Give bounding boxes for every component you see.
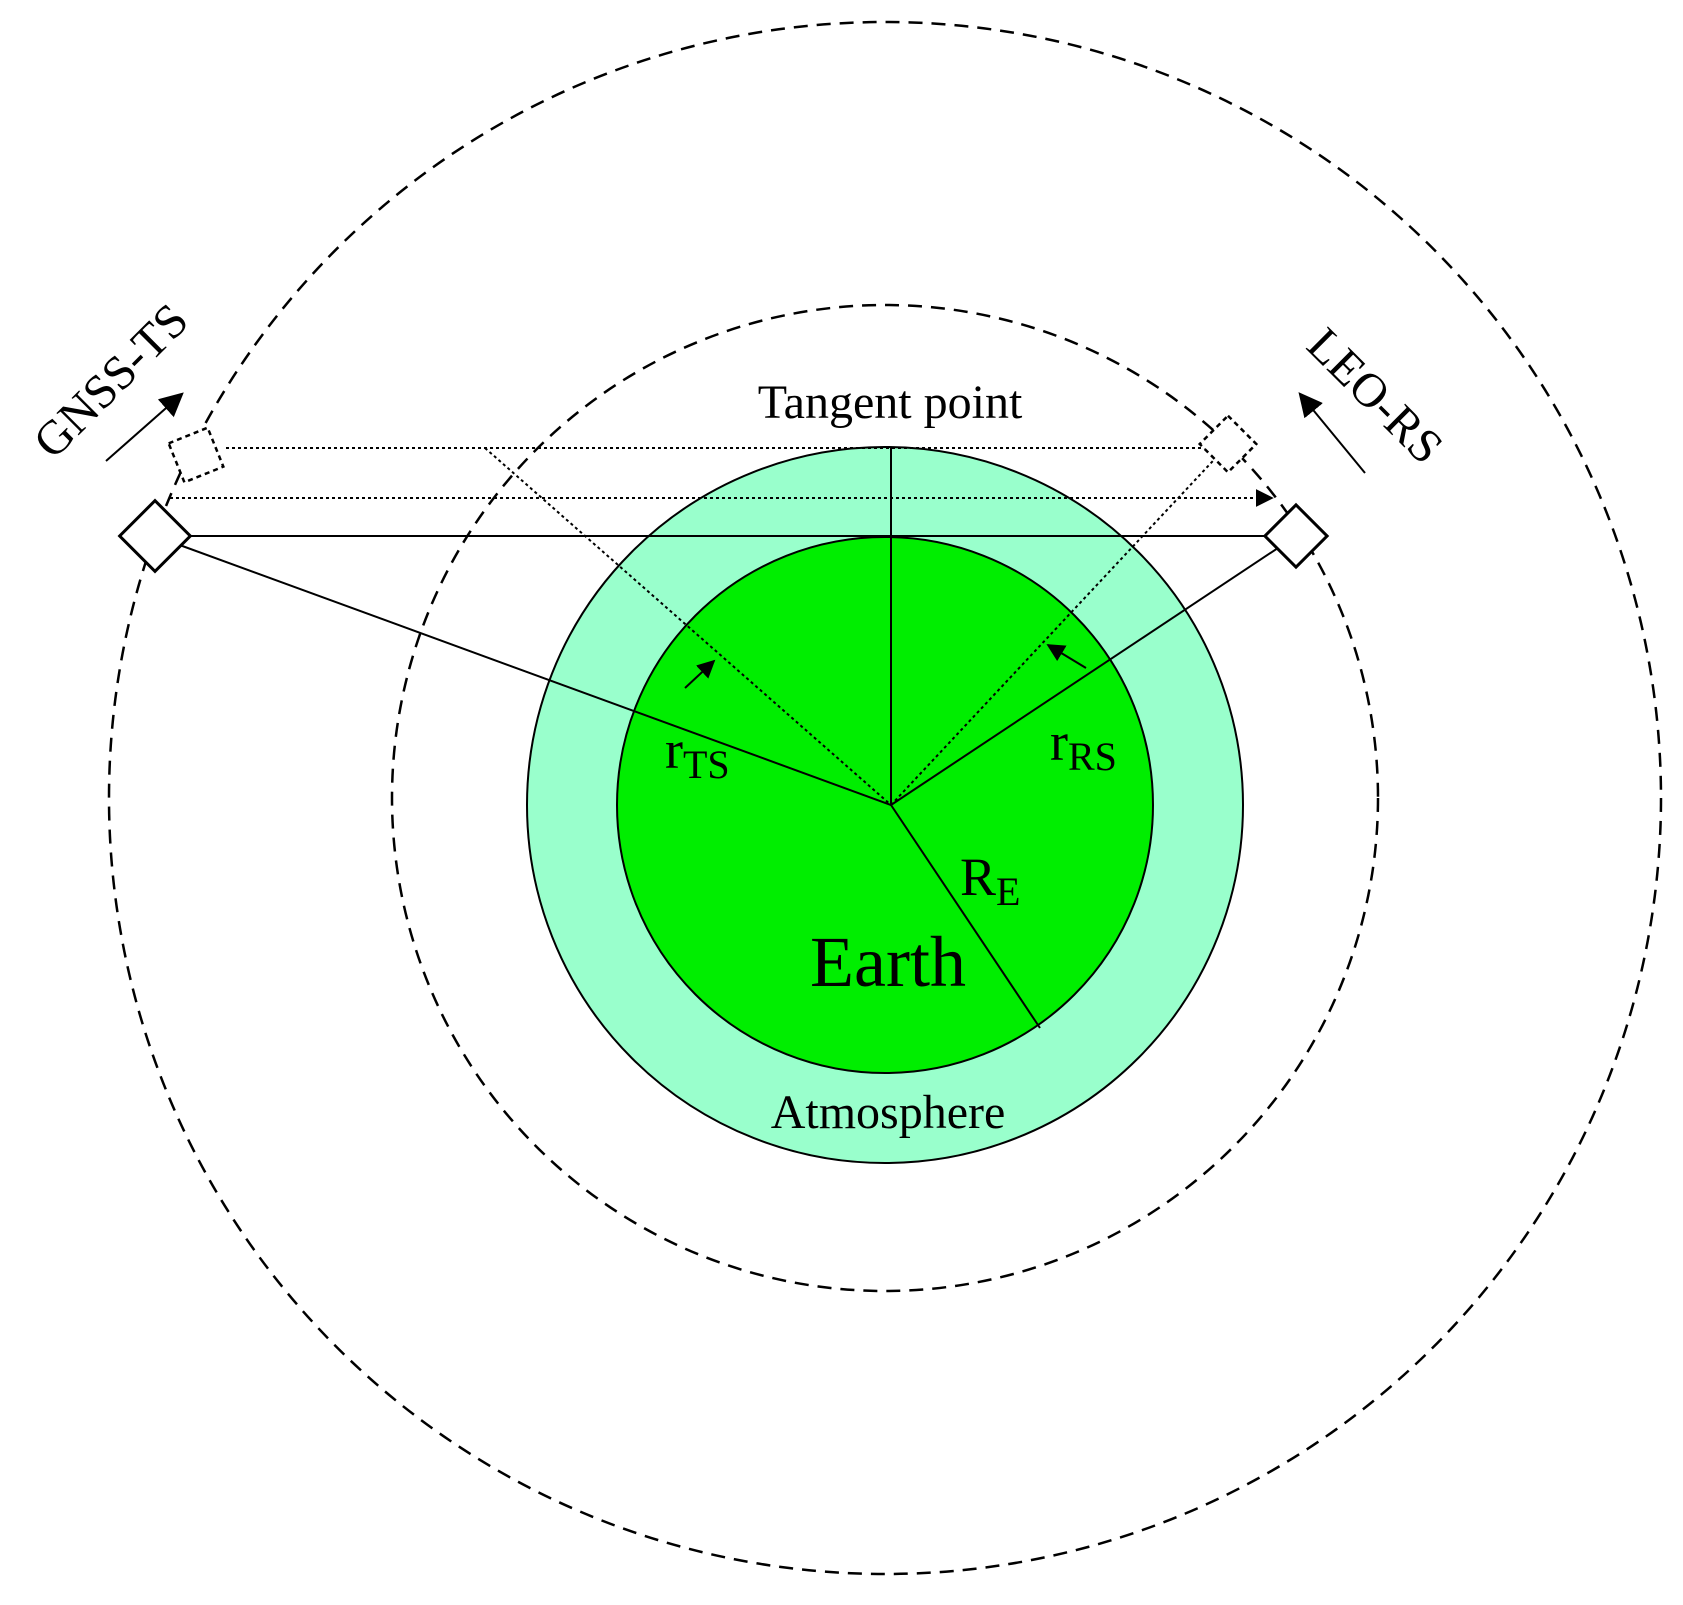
leo-rs-label: LEO-RS	[1297, 318, 1453, 474]
gnss-motion-arrow	[105, 392, 184, 462]
r-e-main: R	[960, 847, 996, 907]
dotted-ray-paths	[170, 447, 1274, 806]
radius-to-gnss	[154, 535, 892, 806]
r-rs-sub: RS	[1068, 734, 1117, 779]
tangent-point-label: Tangent point	[758, 376, 1023, 429]
earth-radius	[890, 804, 1041, 1029]
gnss-satellite-previous	[167, 426, 225, 484]
r-ts-sub: TS	[683, 742, 730, 787]
radius-lines	[154, 448, 1297, 1029]
r-e-label: RE	[960, 847, 1020, 914]
r-e-sub: E	[996, 869, 1020, 914]
leo-satellite	[1262, 502, 1330, 570]
r-rs-label: rRS	[1050, 712, 1117, 779]
r-rs-main: r	[1050, 712, 1068, 772]
r-ts-label: rTS	[665, 720, 730, 787]
leo-satellite-previous	[1197, 413, 1259, 475]
earth-label: Earth	[810, 922, 966, 1002]
gnss-satellite	[117, 498, 193, 574]
r-rs-arrow	[1046, 644, 1087, 669]
radius-to-leo	[890, 535, 1297, 806]
leo-orbit	[390, 303, 1380, 1293]
gnss-orbit	[107, 20, 1663, 1576]
r-ts-arrow	[684, 659, 716, 689]
r-ts-main: r	[665, 720, 683, 780]
atmosphere-label: Atmosphere	[771, 1086, 1006, 1139]
leo-motion-arrow	[1298, 392, 1366, 474]
